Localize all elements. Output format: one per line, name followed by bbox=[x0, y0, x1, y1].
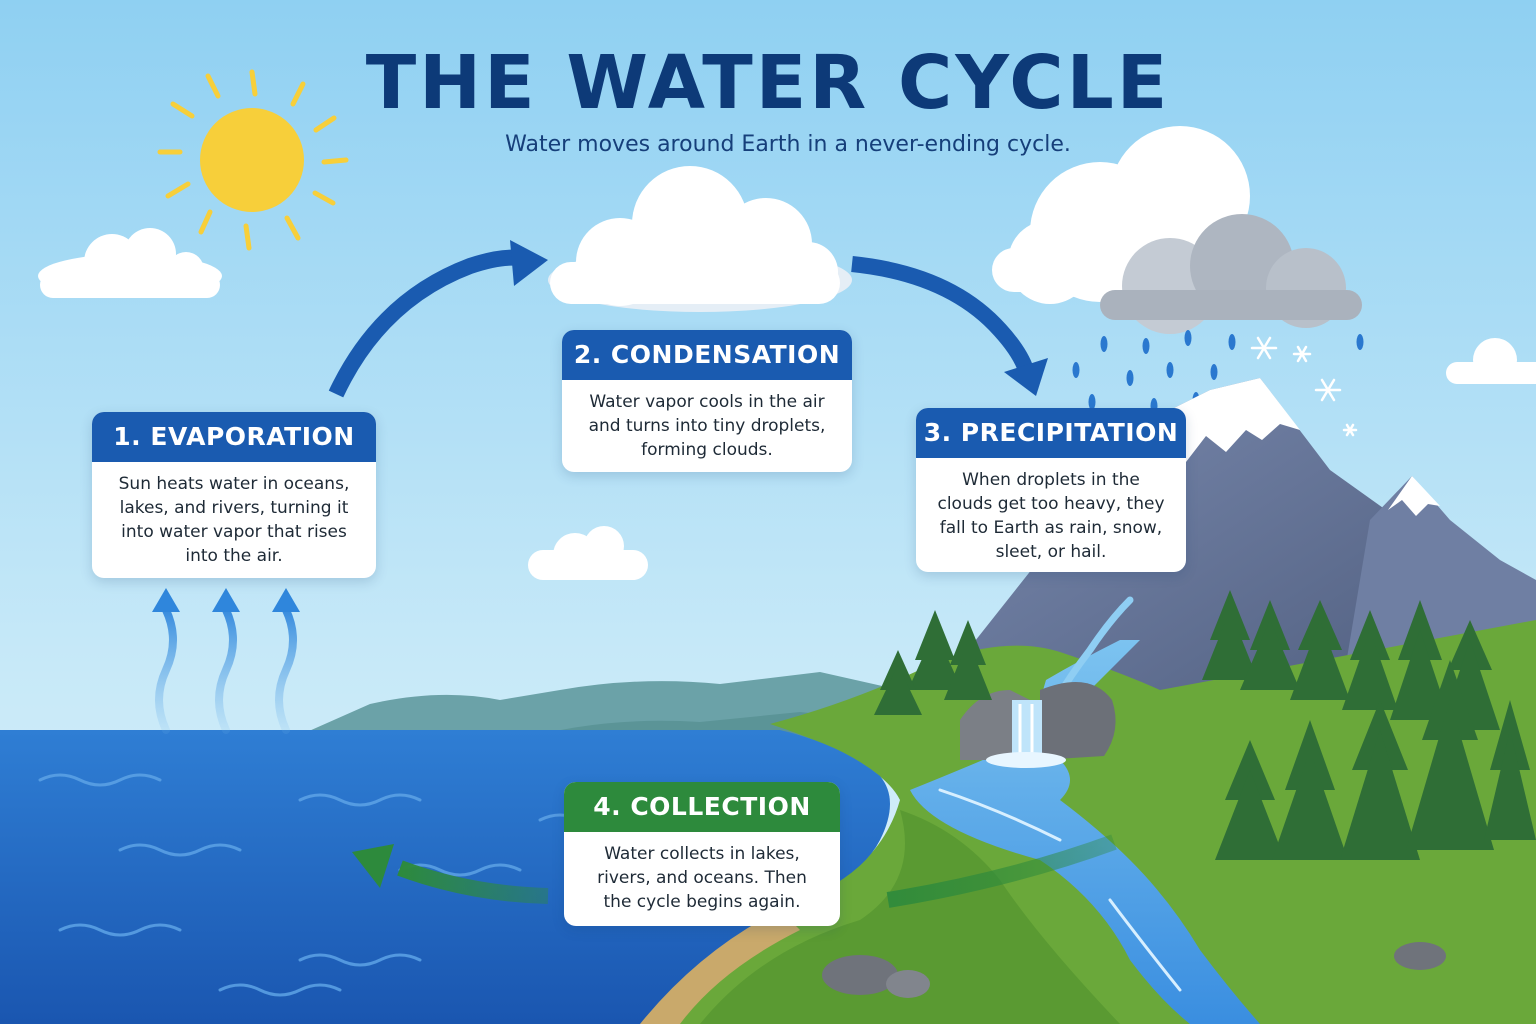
vapor-arrow-icon bbox=[272, 588, 300, 734]
snowflake-icon bbox=[1250, 336, 1358, 437]
cloud-icon bbox=[548, 166, 852, 312]
stage-title: 4. COLLECTION bbox=[564, 782, 840, 832]
cloud-icon bbox=[1446, 338, 1536, 384]
land bbox=[700, 810, 1120, 1024]
stage-title: 3. PRECIPITATION bbox=[916, 408, 1186, 458]
ocean-waves bbox=[38, 773, 622, 997]
tree-icon bbox=[874, 590, 1536, 860]
arrow-icon bbox=[352, 834, 1117, 908]
stage-description: When droplets in the clouds get too heav… bbox=[937, 470, 1165, 562]
vapor-arrow-icon bbox=[212, 588, 240, 734]
waterfall-icon bbox=[960, 682, 1116, 768]
arrow-icon bbox=[851, 256, 1048, 396]
page-subtitle: Water moves around Earth in a never-endi… bbox=[505, 132, 1071, 157]
arrow-icon bbox=[328, 240, 548, 398]
cloud-icon bbox=[38, 228, 222, 298]
stage-card-precipitation: 3. PRECIPITATION When droplets in the cl… bbox=[916, 408, 1186, 572]
cloud-icon bbox=[528, 526, 648, 580]
stage-card-evaporation: 1. EVAPORATION Sun heats water in oceans… bbox=[92, 412, 376, 578]
stage-description: Water collects in lakes, rivers, and oce… bbox=[597, 844, 807, 912]
stage-card-condensation: 2. CONDENSATION Water vapor cools in the… bbox=[562, 330, 852, 472]
stage-description: Water vapor cools in the air and turns i… bbox=[588, 392, 826, 460]
stage-title: 1. EVAPORATION bbox=[92, 412, 376, 462]
rock-icon bbox=[822, 942, 1446, 998]
rain-cloud-icon bbox=[992, 126, 1362, 334]
stage-card-collection: 4. COLLECTION Water collects in lakes, r… bbox=[564, 782, 840, 926]
sun-icon bbox=[157, 69, 349, 251]
stage-title: 2. CONDENSATION bbox=[562, 330, 852, 380]
stage-description: Sun heats water in oceans, lakes, and ri… bbox=[118, 474, 350, 566]
page-title: THE WATER CYCLE bbox=[365, 40, 1171, 126]
vapor-arrow-icon bbox=[152, 588, 180, 734]
